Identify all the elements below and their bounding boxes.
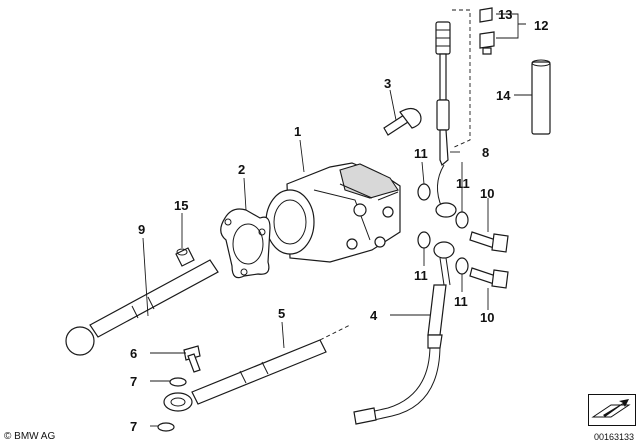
callout-7-upper: 7 [130,374,137,389]
callout-9: 9 [138,222,145,237]
callout-7-lower: 7 [130,419,137,434]
callout-8: 8 [482,145,489,160]
callout-2: 2 [238,162,245,177]
gasket [220,208,271,279]
callout-12: 12 [534,18,548,33]
hollow-screw [183,345,201,373]
union-nut [479,7,495,55]
banjo-bolt-upper [469,231,509,253]
hex-bolt [383,107,422,136]
callout-6: 6 [130,346,137,361]
callout-3: 3 [384,76,391,91]
actuator-housing [265,162,401,263]
clutch-hose [353,241,455,425]
callout-10-upper: 10 [480,186,494,201]
catalog-pictogram [588,394,636,426]
callout-5: 5 [278,306,285,321]
washer-set [157,377,187,432]
callout-labels: 1 2 3 4 5 6 7 7 8 9 10 10 11 11 11 11 12… [130,7,548,434]
sealing-ring-set [417,183,469,275]
callout-11-bottom-left: 11 [414,268,428,283]
leader-lines [142,13,532,427]
callout-10-lower: 10 [480,310,494,325]
callout-1: 1 [294,124,301,139]
arrow-icon [591,399,631,418]
callout-13: 13 [498,7,512,22]
callout-15: 15 [174,198,188,213]
callout-11-top-right: 11 [456,176,470,191]
pipe-line [163,324,351,412]
bush [175,247,195,267]
push-rod [65,259,219,356]
callout-14: 14 [496,88,511,103]
copyright-notice: © BMW AG [4,431,56,442]
callout-11-bottom-right: 11 [454,294,468,309]
callout-4: 4 [370,308,378,323]
banjo-bolt-lower [469,267,509,289]
hydraulic-line [435,9,471,218]
document-number: 00163133 [593,432,634,442]
callout-11-top-left: 11 [414,146,428,161]
sleeve [531,59,551,135]
